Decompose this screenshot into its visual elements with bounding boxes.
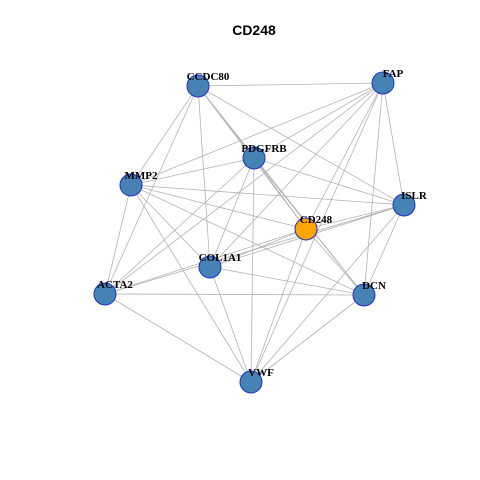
node-label: DCN [362, 280, 386, 292]
node-circle [242, 146, 266, 170]
edge-pdgfrb-vwf [250, 157, 255, 383]
edge-islr-cd248 [305, 204, 405, 230]
edge-cd248-dcn [305, 228, 365, 296]
edge-islr-dcn [363, 204, 405, 296]
node-label: VWF [248, 367, 274, 379]
node-fap: FAP [371, 68, 404, 95]
node-cd248: CD248 [294, 214, 333, 241]
node-label: MMP2 [125, 170, 158, 182]
edge-cd248-vwf [250, 228, 307, 383]
edge-pdgfrb-col1a1 [209, 157, 255, 268]
edge-mmp2-vwf [130, 184, 252, 383]
edge-mmp2-acta2 [104, 184, 132, 295]
edge-col1a1-dcn [209, 266, 365, 296]
edge-pdgfrb-acta2 [104, 157, 255, 295]
edge-mmp2-islr [130, 184, 405, 206]
edge-ccdc80-mmp2 [130, 85, 199, 186]
edge-pdgfrb-islr [253, 157, 405, 206]
node-circle [186, 74, 210, 98]
node-label: FAP [383, 68, 404, 80]
edge-fap-cd248 [305, 82, 384, 230]
edge-fap-mmp2 [130, 82, 384, 186]
edge-dcn-vwf [250, 294, 365, 383]
edge-layer [104, 82, 405, 383]
node-circle [392, 193, 416, 217]
node-label: COL1A1 [199, 252, 242, 264]
edge-acta2-dcn [104, 293, 365, 296]
node-pdgfrb: PDGFRB [241, 143, 287, 170]
node-circle [119, 173, 143, 197]
node-ccdc80: CCDC80 [186, 71, 230, 98]
edge-acta2-vwf [104, 293, 252, 383]
edge-ccdc80-fap [197, 82, 384, 87]
edge-fap-acta2 [104, 82, 384, 295]
node-circle [294, 217, 318, 241]
edge-pdgfrb-cd248 [253, 157, 307, 230]
edge-fap-dcn [363, 82, 384, 296]
node-circle [371, 71, 395, 95]
edge-cd248-col1a1 [209, 228, 307, 268]
node-label: PDGFRB [241, 143, 287, 155]
edge-col1a1-vwf [209, 266, 252, 383]
node-acta2: ACTA2 [93, 279, 133, 306]
edge-mmp2-col1a1 [130, 184, 211, 268]
node-vwf: VWF [239, 367, 274, 394]
edge-islr-vwf [250, 204, 405, 383]
node-circle [352, 283, 376, 307]
node-label: ISLR [401, 190, 428, 202]
node-label: CD248 [300, 214, 333, 226]
node-islr: ISLR [392, 190, 428, 217]
node-circle [198, 255, 222, 279]
edge-fap-islr [382, 82, 405, 206]
node-mmp2: MMP2 [119, 170, 158, 197]
edge-ccdc80-col1a1 [197, 85, 211, 268]
node-label: ACTA2 [97, 279, 133, 291]
node-circle [93, 282, 117, 306]
node-dcn: DCN [352, 280, 386, 307]
node-label: CCDC80 [187, 71, 230, 83]
edge-mmp2-cd248 [130, 184, 307, 230]
node-col1a1: COL1A1 [198, 252, 242, 279]
diagram-title: CD248 [232, 22, 276, 38]
edge-pdgfrb-mmp2 [130, 157, 255, 186]
edge-fap-pdgfrb [253, 82, 384, 159]
node-circle [239, 370, 263, 394]
edge-mmp2-dcn [130, 184, 365, 296]
